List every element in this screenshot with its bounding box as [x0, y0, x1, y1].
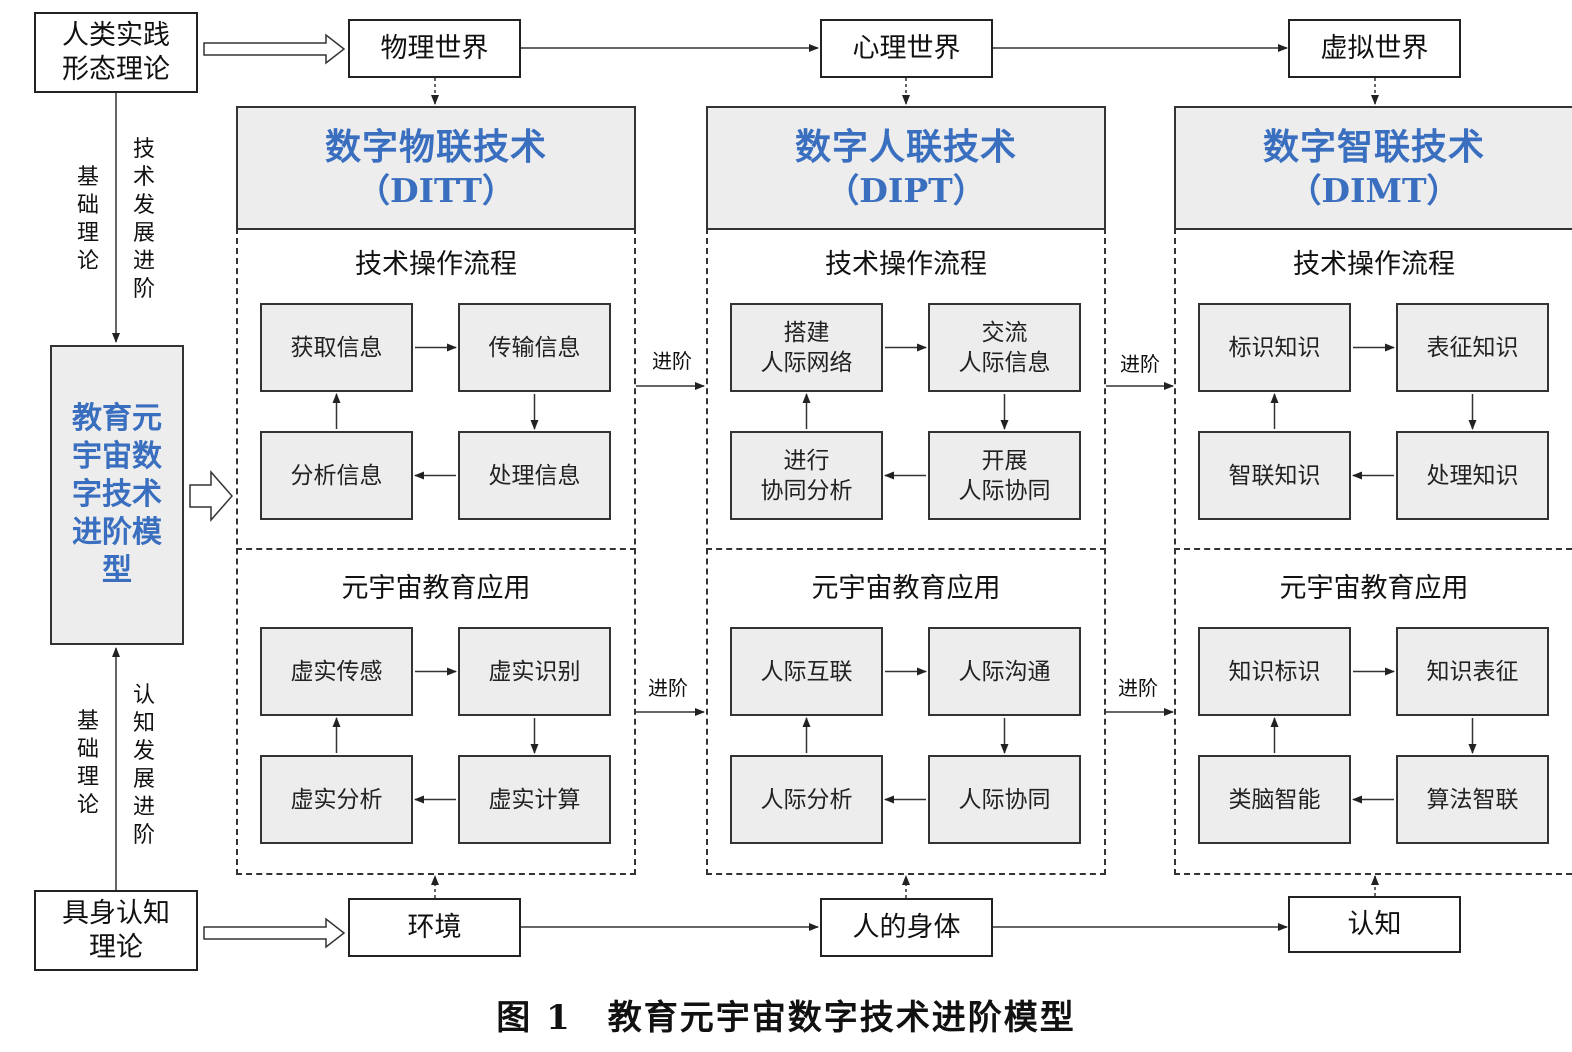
process-step-4: 智联知识	[1198, 431, 1351, 520]
app-step-4: 人际分析	[730, 755, 883, 844]
process-title: 技术操作流程	[825, 249, 987, 280]
process-title: 技术操作流程	[355, 249, 517, 280]
figure-caption: 图 1 教育元宇宙数字技术进阶模型	[496, 998, 1076, 1038]
process-step-1: 搭建 人际网络	[730, 303, 883, 392]
app-step-1: 知识标识	[1198, 627, 1351, 716]
process-step-3: 处理信息	[458, 431, 611, 520]
world-virtual: 虚拟世界	[1288, 19, 1461, 78]
app-step-4: 类脑智能	[1198, 755, 1351, 844]
theory-embodied-box: 具身认知 理论	[34, 890, 198, 971]
base-body: 人的身体	[820, 898, 993, 957]
app-step-1: 虚实传感	[260, 627, 413, 716]
process-step-1: 标识知识	[1198, 303, 1351, 392]
app-title: 元宇宙教育应用	[1279, 573, 1469, 604]
app-step-3: 人际协同	[928, 755, 1081, 844]
base-cognition: 认知	[1288, 896, 1461, 953]
label-cognition-advance: 认知发展进阶	[132, 683, 155, 848]
process-step-4: 分析信息	[260, 431, 413, 520]
tech-title: 数字人联技术	[794, 126, 1017, 168]
process-step-4: 进行 协同分析	[730, 431, 883, 520]
section-divider	[706, 548, 1106, 550]
section-divider	[1174, 548, 1572, 550]
world-physical: 物理世界	[348, 19, 521, 78]
base-environment: 环境	[348, 898, 521, 957]
app-title: 元宇宙教育应用	[341, 573, 531, 604]
app-step-3: 算法智联	[1396, 755, 1549, 844]
app-step-2: 知识表征	[1396, 627, 1549, 716]
process-title: 技术操作流程	[1293, 249, 1455, 280]
app-step-1: 人际互联	[730, 627, 883, 716]
app-step-4: 虚实分析	[260, 755, 413, 844]
process-step-2: 交流 人际信息	[928, 303, 1081, 392]
tech-abbr: （DIPT）	[826, 171, 986, 210]
model-title-box: 教育元宇宙数字技术进阶模型	[50, 345, 184, 645]
tech-title: 数字物联技术	[324, 126, 547, 168]
header-dipt: 数字人联技术 （DIPT）	[706, 106, 1106, 230]
advance-label: 进阶	[648, 676, 688, 700]
label-foundation-bottom: 基础理论	[76, 709, 99, 818]
process-step-2: 传输信息	[458, 303, 611, 392]
app-title: 元宇宙教育应用	[811, 573, 1001, 604]
theory-practice-box: 人类实践 形态理论	[34, 12, 198, 93]
advance-label: 进阶	[652, 349, 692, 373]
advance-label: 进阶	[1118, 676, 1158, 700]
app-step-2: 人际沟通	[928, 627, 1081, 716]
tech-abbr: （DITT）	[357, 171, 515, 210]
process-step-2: 表征知识	[1396, 303, 1549, 392]
tech-abbr: （DIMT）	[1288, 171, 1460, 210]
app-step-3: 虚实计算	[458, 755, 611, 844]
process-step-3: 处理知识	[1396, 431, 1549, 520]
header-ditt: 数字物联技术 （DITT）	[236, 106, 636, 230]
label-foundation-top: 基础理论	[76, 165, 99, 274]
section-divider	[236, 548, 636, 550]
app-step-2: 虚实识别	[458, 627, 611, 716]
advance-label: 进阶	[1120, 352, 1160, 376]
process-step-1: 获取信息	[260, 303, 413, 392]
label-tech-advance: 技术发展进阶	[132, 137, 155, 302]
process-step-3: 开展 人际协同	[928, 431, 1081, 520]
header-dimt: 数字智联技术 （DIMT）	[1174, 106, 1572, 230]
world-psychological: 心理世界	[820, 19, 993, 78]
tech-title: 数字智联技术	[1262, 126, 1485, 168]
